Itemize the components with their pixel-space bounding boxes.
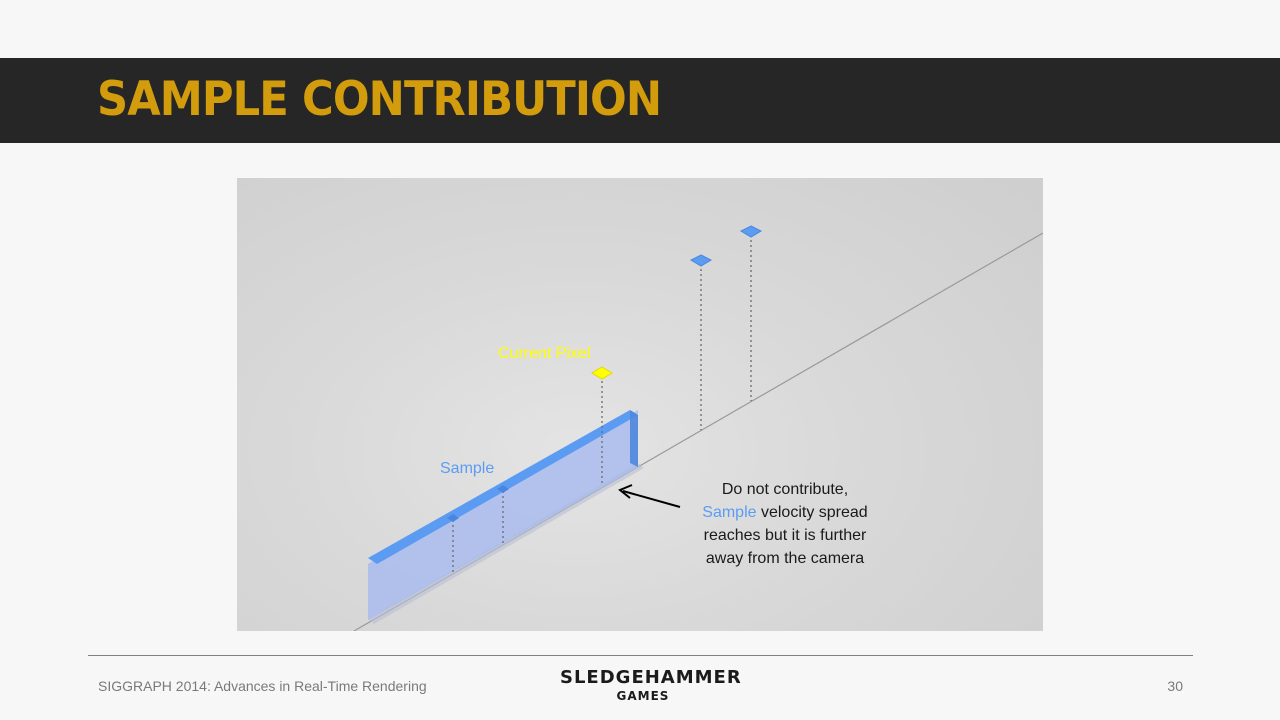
- diagram-figure: Current Pixel Sample Do not contribute, …: [237, 178, 1043, 631]
- annotation-line: reaches but it is further: [703, 527, 867, 544]
- annotation-line: Do not contribute,: [721, 481, 849, 498]
- slide-title: SAMPLE CONTRIBUTION: [97, 72, 662, 127]
- logo-line1: SLEDGEHAMMER: [560, 667, 742, 688]
- current-pixel-marker: [591, 366, 613, 380]
- sample-wall-end: [630, 410, 638, 467]
- sample-wall-face: [368, 410, 638, 620]
- annotation-line: away from the camera: [705, 550, 865, 567]
- annotation-arrow-line: [622, 490, 681, 508]
- far-sample-marker: [739, 225, 763, 238]
- footer-conference: SIGGRAPH 2014: Advances in Real-Time Ren…: [98, 678, 427, 694]
- sample-wall-shadow: [368, 463, 644, 624]
- sample-label: Sample: [440, 460, 495, 477]
- logo-line2: GAMES: [616, 689, 670, 703]
- company-logo: SLEDGEHAMMER GAMES: [560, 667, 742, 704]
- footer-divider: [88, 655, 1193, 656]
- annotation-arrow-head: [618, 484, 633, 499]
- annotation-line-rest: velocity spread: [756, 504, 868, 521]
- far-sample-marker: [689, 254, 713, 267]
- wall-sample-marker: [497, 485, 509, 493]
- annotation-highlight: Sample: [702, 504, 757, 521]
- title-bar: [0, 58, 1280, 143]
- page-number: 30: [1167, 678, 1183, 694]
- wall-sample-marker: [447, 514, 459, 522]
- current-pixel-label: Current Pixel: [498, 345, 591, 362]
- annotation-line: Sample velocity spread: [683, 501, 887, 524]
- diagram-svg: [353, 225, 1043, 631]
- annotation-text: Do not contribute, Sample velocity sprea…: [683, 478, 887, 570]
